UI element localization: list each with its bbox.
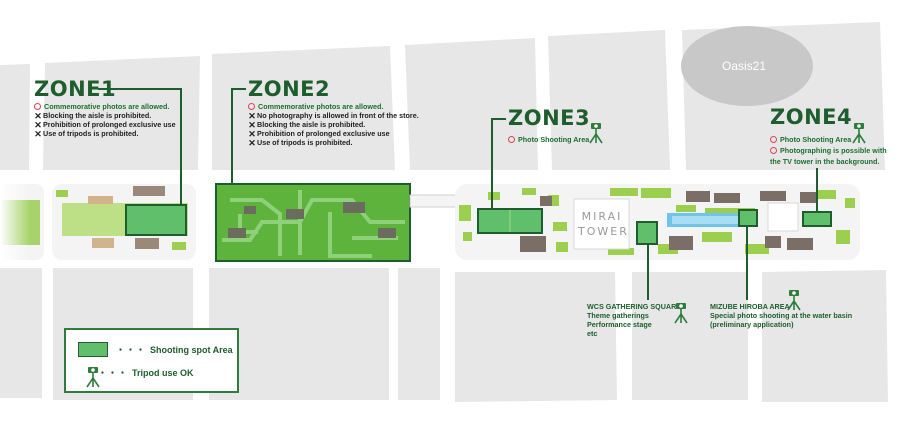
rule-allowed: Commemorative photos are allowed.: [34, 102, 176, 111]
circle-icon: [508, 136, 515, 143]
block: [43, 56, 200, 170]
block: [455, 272, 617, 402]
block: [762, 270, 888, 402]
circle-icon: [248, 103, 255, 110]
zone2-rules: Commemorative photos are allowed. ✕No ph…: [248, 102, 419, 147]
park-strip: [0, 183, 860, 262]
zone1-leader: [98, 88, 182, 205]
wcs-shooting-area: [636, 221, 658, 245]
rule-prohibited: ✕Blocking the aisle is prohibited.: [248, 119, 366, 130]
mirai-tower: [573, 198, 630, 250]
cross-icon: ✕: [248, 137, 256, 148]
zone1-rules: Commemorative photos are allowed. ✕Block…: [34, 102, 176, 138]
legend-tripod: ・・・ Tripod use OK: [84, 366, 194, 388]
wcs-line: etc: [587, 329, 598, 338]
mizube-shooting-area: [738, 209, 758, 227]
block: [405, 38, 538, 170]
rule-prohibited: ✕No photography is allowed in front of t…: [248, 110, 419, 121]
circle-icon: [34, 103, 41, 110]
mizube-title: MIZUBE HIROBA AREA: [710, 302, 790, 311]
zone1-shooting-area: [125, 204, 187, 236]
block: [548, 30, 670, 170]
rule-allowed: Photo Shooting Area: [508, 135, 589, 144]
wcs-title: WCS GATHERING SQUARE: [587, 302, 682, 311]
tripod-icon: [787, 290, 801, 311]
zone3-rules: Photo Shooting Area: [508, 135, 589, 144]
cross-icon: ✕: [248, 110, 256, 121]
zone1-title: ZONE1: [34, 77, 117, 101]
zone3-title: ZONE3: [508, 106, 591, 130]
block: [209, 268, 389, 400]
planter: [88, 196, 113, 204]
rule-allowed: Photo Shooting Area: [770, 134, 887, 145]
zone4-rules: Photo Shooting Area Photographing is pos…: [770, 134, 887, 167]
tripod-icon: [86, 367, 100, 388]
mizube-hiroba-note: MIZUBE HIROBA AREA Special photo shootin…: [710, 302, 852, 329]
cross-icon: ✕: [34, 128, 42, 139]
plaza: [767, 202, 799, 232]
tripod-icon: [674, 303, 688, 324]
shooting-spot-swatch: [78, 342, 108, 357]
zone4-title: ZONE4: [770, 105, 853, 129]
circle-icon: [770, 147, 777, 154]
rule-prohibited: ✕Prohibition of prolonged exclusive use: [248, 128, 390, 139]
building: [135, 238, 159, 249]
rule-prohibited: ✕Blocking the aisle is prohibited.: [34, 110, 152, 121]
rule-prohibited: ✕Use of tripods is prohibited.: [248, 137, 353, 148]
mizube-line: (preliminary application): [710, 320, 794, 329]
bridge: [409, 194, 457, 208]
building: [133, 186, 165, 196]
cross-icon: ✕: [248, 119, 256, 130]
circle-icon: [770, 136, 777, 143]
rule-prohibited: ✕Use of tripods is prohibited.: [34, 128, 139, 139]
oasis21-landmark: [681, 26, 813, 106]
mirai-tower-label: MIRAI TOWER: [578, 209, 629, 239]
block: [0, 64, 30, 170]
cross-icon: ✕: [34, 110, 42, 121]
wcs-line: Theme gatherings: [587, 311, 649, 320]
legend-shooting-spot: ・・・ Shooting spot Area: [78, 342, 233, 357]
block: [0, 268, 42, 398]
zone2-buildings: [228, 202, 396, 238]
block: [398, 268, 440, 400]
greenery: [172, 242, 186, 250]
rule-allowed: Photographing is possible with: [770, 145, 887, 156]
greenery: [56, 190, 68, 197]
zone4-shooting-area: [802, 211, 832, 227]
wcs-gathering-note: WCS GATHERING SQUARE Theme gatherings Pe…: [587, 302, 681, 338]
cross-icon: ✕: [248, 128, 256, 139]
zone3-leader: [491, 118, 506, 209]
block: [632, 272, 748, 400]
zone2-title: ZONE2: [248, 77, 331, 101]
mizube-line: Special photo shooting at the water basi…: [710, 311, 853, 320]
wcs-line: Performance stage: [587, 320, 652, 329]
east-buildings: [520, 191, 818, 252]
block: [212, 46, 395, 170]
planter: [92, 238, 114, 248]
rule-allowed: Commemorative photos are allowed.: [248, 102, 419, 111]
tripod-icon: [589, 123, 603, 144]
tripod-icon: [852, 123, 866, 144]
water-basin-inner: [672, 216, 738, 224]
oasis21-label: Oasis21: [722, 59, 767, 73]
rule-prohibited: ✕Prohibition of prolonged exclusive use: [34, 119, 176, 130]
cross-icon: ✕: [34, 119, 42, 130]
legend: ・・・ Shooting spot Area ・・・ Tripod use OK: [64, 328, 239, 393]
zone2-leader: [231, 88, 246, 184]
rule-continued: the TV tower in the background.: [770, 157, 880, 166]
tower-line-2: TOWER: [578, 225, 629, 238]
tower-line-1: MIRAI: [581, 210, 623, 223]
leader-lines: [98, 88, 818, 300]
fade: [0, 184, 30, 260]
